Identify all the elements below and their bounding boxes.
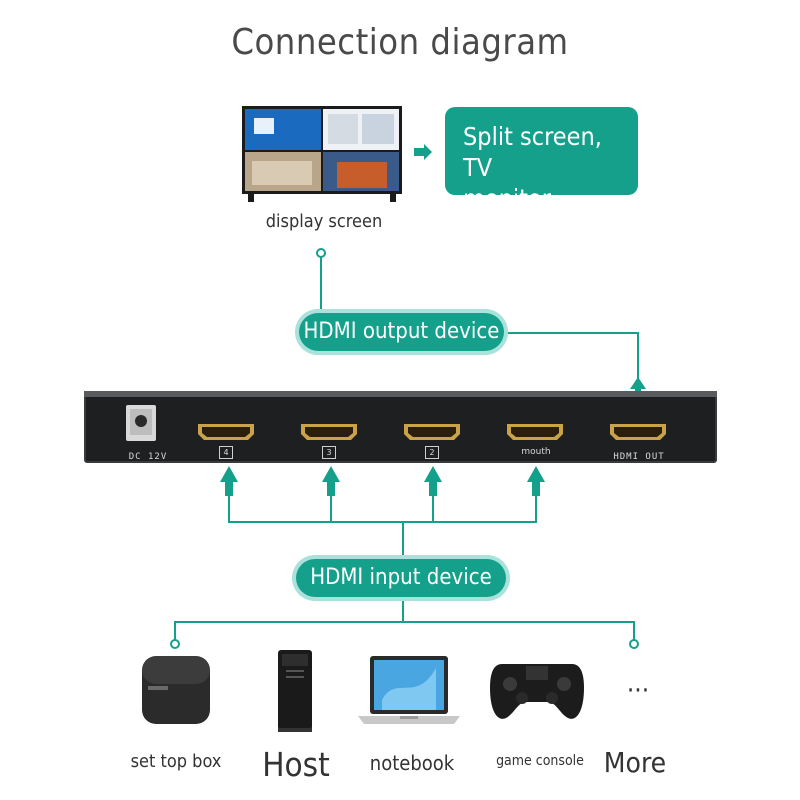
label-more: More bbox=[603, 746, 667, 779]
hdmi-port-icon bbox=[301, 424, 357, 440]
hdmi-port-icon bbox=[507, 424, 563, 440]
power-port-label: DC 12V bbox=[128, 452, 168, 462]
pc-tower-icon bbox=[278, 650, 312, 732]
arrow-up-icon bbox=[527, 466, 545, 496]
node-stb bbox=[170, 639, 180, 649]
set-top-box-icon bbox=[142, 656, 210, 724]
tv-monitor-icon bbox=[242, 106, 402, 202]
node-more bbox=[629, 639, 639, 649]
arrow-up-icon bbox=[322, 466, 340, 496]
display-screen-label: display screen bbox=[265, 211, 383, 232]
laptop-icon bbox=[358, 656, 460, 724]
hdmi-switch-ports bbox=[126, 405, 666, 441]
port-label-3: 3 bbox=[322, 446, 336, 459]
ellipsis-icon: ··· bbox=[626, 676, 650, 706]
dc-jack-icon bbox=[126, 405, 156, 441]
label-host: Host bbox=[262, 745, 330, 784]
destination-box: Split screen, TV monitor, ··· bbox=[445, 107, 638, 213]
port-label-4: 4 bbox=[219, 446, 233, 459]
gamepad-icon bbox=[490, 664, 584, 719]
node-tv bbox=[316, 248, 326, 258]
label-game-console: game console bbox=[496, 753, 584, 769]
port-label-2: 2 bbox=[425, 446, 439, 459]
wire-input-manifold bbox=[228, 472, 537, 523]
destination-line-2: monitor, ··· bbox=[463, 184, 587, 213]
hdmi-output-device-pill: HDMI output device bbox=[299, 313, 504, 351]
wire-device-bus bbox=[174, 621, 635, 640]
destination-line-1: Split screen, TV bbox=[463, 122, 602, 182]
arrow-right-icon bbox=[414, 144, 432, 160]
label-notebook: notebook bbox=[369, 751, 455, 775]
input-arrows bbox=[220, 466, 545, 496]
port-label-hdmi-out: HDMI OUT bbox=[613, 452, 665, 462]
label-set-top-box: set top box bbox=[130, 751, 222, 772]
hdmi-input-device-pill: HDMI input device bbox=[296, 559, 506, 597]
page-title: Connection diagram bbox=[231, 22, 569, 63]
arrow-up-icon bbox=[220, 466, 238, 496]
port-label-1: mouth bbox=[521, 447, 551, 457]
hdmi-port-icon bbox=[404, 424, 460, 440]
hdmi-port-icon bbox=[610, 424, 666, 440]
arrow-up-icon bbox=[424, 466, 442, 496]
hdmi-switch-top-edge bbox=[84, 391, 717, 397]
hdmi-port-icon bbox=[198, 424, 254, 440]
wire-output-hdmi-out bbox=[504, 332, 639, 395]
